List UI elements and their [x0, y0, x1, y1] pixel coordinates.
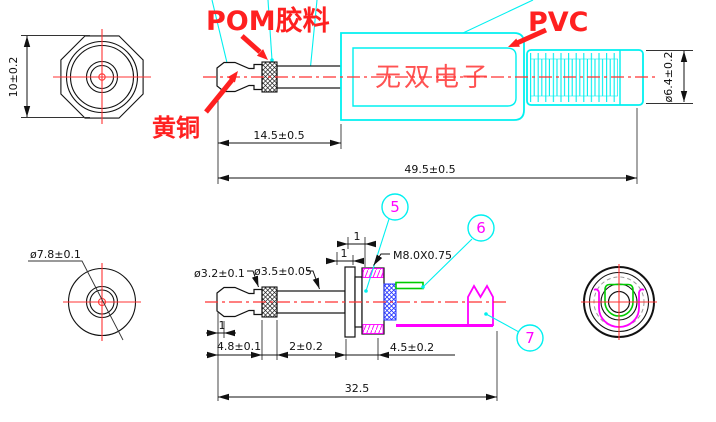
sec-crown-contact — [467, 284, 494, 326]
dim-text-boot-dia: ø6.4±0.2 — [662, 52, 675, 103]
dim-text-knurl-len: 2±0.2 — [289, 340, 323, 353]
rear-contact-green — [604, 283, 634, 317]
pvc-body — [340, 32, 525, 121]
dim-text-tip-flat: 1 — [219, 319, 226, 332]
dim-text-tip-length: 14.5±0.5 — [253, 129, 304, 142]
side-view-assembly: 无双电子 14.5±0.5 49.5±0.5 ø6.4±0.2 POM胶料 黄铜… — [152, 0, 693, 184]
rear-crosshair — [581, 264, 657, 340]
face-dia-leader — [28, 260, 124, 341]
pvc-body-inner — [352, 47, 517, 107]
balloon-6: 6 — [476, 219, 486, 237]
dim-text-tip-len: 4.8±0.1 — [217, 340, 261, 353]
crosshair — [53, 29, 151, 124]
nut-octagon-outline — [60, 35, 144, 119]
pvc-arrow — [508, 38, 520, 47]
material-labels: POM胶料 黄铜 PVC — [152, 5, 589, 142]
dim-text-flange-1: 1 — [354, 230, 361, 243]
dim-text-total: 32.5 — [345, 382, 370, 395]
section-view-dimensions: 1 1 1 4.8±0.1 2±0.2 4.5±0.2 32.5 — [206, 230, 498, 401]
section-view: 5 6 7 ø3.2±0.1 ø3.5±0.05 M8.0X0.75 1 — [194, 193, 544, 401]
dim-text-tip-dia: ø3.2±0.1 — [194, 267, 245, 280]
label-brass: 黄铜 — [152, 114, 200, 142]
dim-text-height: 10±0.2 — [7, 57, 20, 98]
dim-text-bushing-len: 4.5±0.2 — [390, 341, 434, 354]
thread-spec-text: M8.0X0.75 — [393, 249, 452, 262]
dim-text-shaft-dia: ø3.5±0.05 — [254, 265, 312, 278]
sec-thread-bottom — [362, 324, 384, 334]
brass-arrow — [227, 71, 238, 83]
pom-arrow — [256, 49, 268, 60]
dim-text-face-dia: ø7.8±0.1 — [30, 248, 81, 261]
side-view-dimensions: 14.5±0.5 49.5±0.5 ø6.4±0.2 — [217, 50, 693, 184]
front-view-nut: 10±0.2 — [7, 29, 151, 124]
plug-face-view: ø7.8±0.1 — [28, 248, 141, 341]
label-pom: POM胶料 — [206, 5, 330, 37]
extension-lines — [21, 35, 90, 118]
balloon-7: 7 — [525, 329, 535, 347]
rear-view — [581, 264, 657, 340]
dim-text-flange-2: 1 — [341, 247, 348, 260]
face-crosshair — [63, 263, 141, 341]
dim-text-total-length: 49.5±0.5 — [404, 163, 455, 176]
balloon-5: 5 — [390, 198, 400, 216]
brand-text: 无双电子 — [375, 63, 491, 93]
